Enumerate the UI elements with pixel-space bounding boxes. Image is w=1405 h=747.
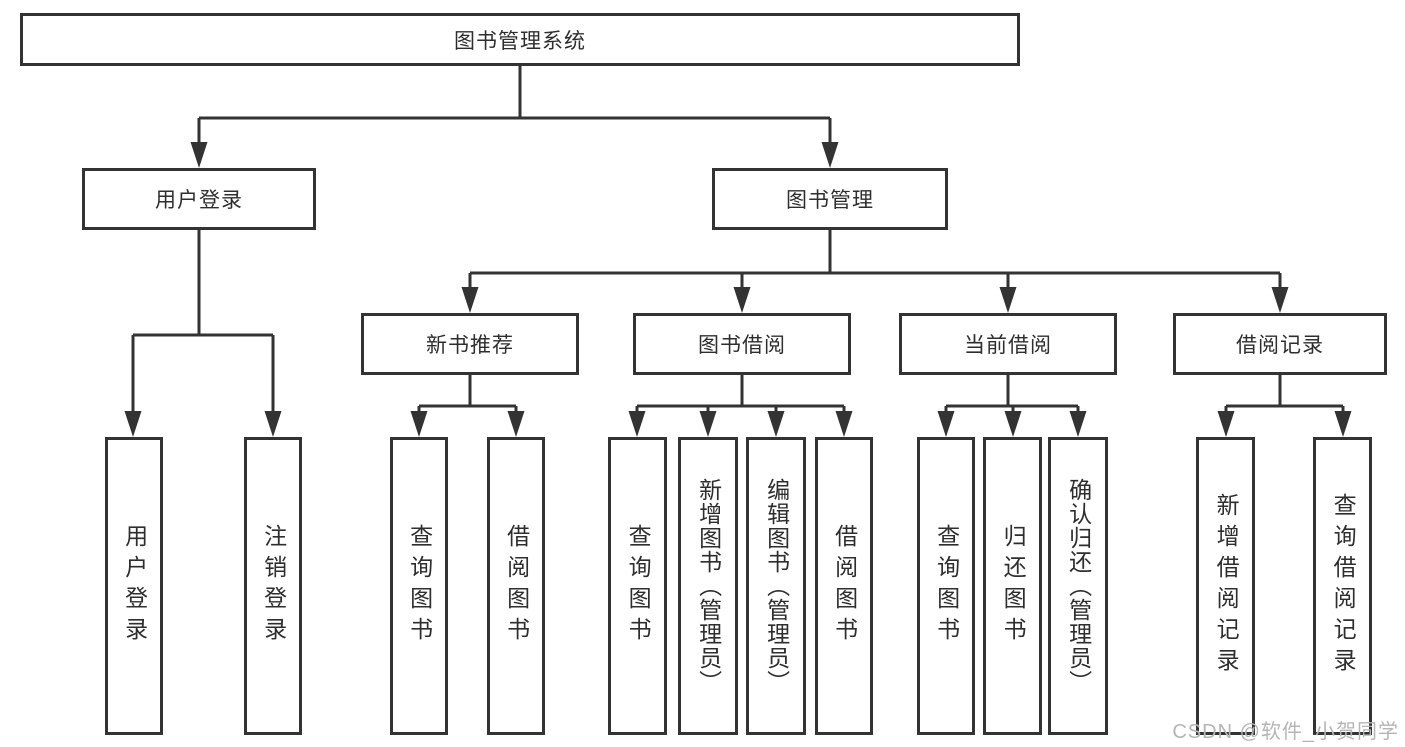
connector-root-to-level2 xyxy=(197,66,832,146)
leaf-query-books-borrow: 查询图书 xyxy=(608,437,667,735)
leaf-confirm-return-admin: 确认归还（管理员） xyxy=(1048,437,1108,735)
leaf-query-books-recommend: 查询图书 xyxy=(390,437,448,735)
connector-shafts xyxy=(131,66,1345,414)
arrow-down-icon xyxy=(190,142,208,168)
arrow-down-icon xyxy=(937,411,955,437)
leaf-query-borrow-record: 查询借阅记录 xyxy=(1313,437,1372,735)
arrow-down-icon xyxy=(733,287,751,313)
leaf-logout: 注销登录 xyxy=(244,437,302,735)
leaf-user-login: 用户登录 xyxy=(105,437,163,735)
connector-book-borrow-branch xyxy=(635,375,846,414)
arrow-down-icon xyxy=(1334,411,1352,437)
connector-book-mgmt-branch xyxy=(468,230,1282,290)
node-new-book-recommend: 新书推荐 xyxy=(361,313,579,375)
arrow-down-icon xyxy=(1004,411,1022,437)
node-book-borrowing: 图书借阅 xyxy=(633,313,851,375)
arrow-down-icon xyxy=(999,287,1017,313)
node-borrowing-records: 借阅记录 xyxy=(1173,313,1387,375)
node-book-management: 图书管理 xyxy=(712,168,948,230)
arrow-down-icon xyxy=(507,411,525,437)
connector-borrow-record-branch xyxy=(1224,375,1345,414)
node-current-borrowing: 当前借阅 xyxy=(899,313,1117,375)
arrow-down-icon xyxy=(124,411,142,437)
arrow-down-icon xyxy=(1217,411,1235,437)
node-user-login: 用户登录 xyxy=(82,168,316,230)
connector-current-borrow-branch xyxy=(944,375,1080,414)
arrow-down-icon xyxy=(1069,411,1087,437)
csdn-watermark: CSDN @软件_小贺同学 xyxy=(1172,721,1399,743)
arrow-down-icon xyxy=(410,411,428,437)
leaf-borrow-books-recommend: 借阅图书 xyxy=(487,437,545,735)
leaf-query-books-current: 查询图书 xyxy=(917,437,975,735)
arrow-down-icon xyxy=(835,411,853,437)
leaf-return-book: 归还图书 xyxy=(983,437,1042,735)
arrow-down-icon xyxy=(767,411,785,437)
arrow-down-icon xyxy=(699,411,717,437)
arrow-down-icon xyxy=(1271,287,1289,313)
connector-new-book-branch xyxy=(417,375,518,414)
arrowheads xyxy=(124,142,1352,437)
leaf-borrow-books: 借阅图书 xyxy=(815,437,873,735)
leaf-add-book-admin: 新增图书（管理员） xyxy=(678,437,738,735)
arrow-down-icon xyxy=(264,411,282,437)
arrow-down-icon xyxy=(628,411,646,437)
connector-user-login-branch xyxy=(131,230,275,414)
leaf-edit-book-admin: 编辑图书（管理员） xyxy=(746,437,806,735)
arrow-down-icon xyxy=(821,142,839,168)
leaf-add-borrow-record: 新增借阅记录 xyxy=(1196,437,1255,735)
arrow-down-icon xyxy=(461,287,479,313)
node-root-library-system: 图书管理系统 xyxy=(20,13,1020,66)
